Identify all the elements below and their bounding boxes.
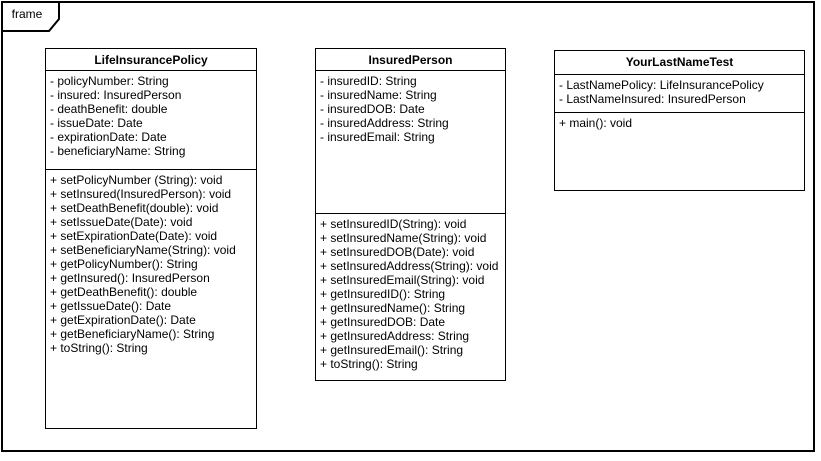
uml-member-line: - beneficiaryName: String <box>50 144 186 158</box>
uml-member-line: + getExpirationDate(): Date <box>50 313 196 327</box>
uml-member-line: - insuredEmail: String <box>320 130 435 144</box>
class-box-lifeinsurancepolicy[interactable]: LifeInsurancePolicy - policyNumber: Stri… <box>45 48 257 429</box>
class-box-insuredperson[interactable]: InsuredPerson - insuredID: String- insur… <box>315 48 506 381</box>
uml-member-line: - LastNamePolicy: LifeInsurancePolicy <box>559 78 764 92</box>
uml-member-line: + getDeathBenefit(): double <box>50 285 198 299</box>
uml-member-line: + getInsuredAddress: String <box>320 329 470 343</box>
class-box-yourlastnametest[interactable]: YourLastNameTest - LastNamePolicy: LifeI… <box>554 50 805 191</box>
uml-member-line: - LastNameInsured: InsuredPerson <box>559 92 746 106</box>
class-title: LifeInsurancePolicy <box>46 49 256 71</box>
uml-member-line: + getInsured(): InsuredPerson <box>50 271 210 285</box>
uml-member-line: - insuredAddress: String <box>320 116 449 130</box>
class-methods-compartment: + main(): void <box>555 113 804 190</box>
frame-label-text: frame <box>11 7 43 21</box>
class-title: InsuredPerson <box>316 49 505 71</box>
uml-member-line: + setPolicyNumber (String): void <box>50 173 223 187</box>
uml-member-line: - insuredName: String <box>320 88 437 102</box>
uml-member-line: - deathBenefit: double <box>50 102 168 116</box>
uml-member-line: - policyNumber: String <box>50 74 169 88</box>
class-title: YourLastNameTest <box>555 51 804 75</box>
class-attributes-compartment: - policyNumber: String- insured: Insured… <box>46 71 256 170</box>
uml-member-line: + setBeneficiaryName(String): void <box>50 243 236 257</box>
uml-member-line: + getInsuredID(): String <box>320 287 446 301</box>
uml-member-line: - insuredDOB: Date <box>320 102 425 116</box>
uml-member-line: - insuredID: String <box>320 74 417 88</box>
uml-member-line: + getPolicyNumber(): String <box>50 257 198 271</box>
uml-member-line: + setInsuredEmail(String): void <box>320 273 485 287</box>
uml-member-line: + getBeneficiaryName(): String <box>50 327 215 341</box>
uml-member-line: + getIssueDate(): Date <box>50 299 172 313</box>
uml-member-line: - issueDate: Date <box>50 116 143 130</box>
uml-member-line: + toString(): String <box>320 357 418 371</box>
uml-member-line: + getInsuredName(): String <box>320 301 466 315</box>
uml-member-line: + toString(): String <box>50 341 148 355</box>
uml-member-line: + setInsuredID(String): void <box>320 217 467 231</box>
class-methods-compartment: + setPolicyNumber (String): void+ setIns… <box>46 170 256 428</box>
class-attributes-compartment: - insuredID: String- insuredName: String… <box>316 71 505 214</box>
uml-member-line: + setInsured(InsuredPerson): void <box>50 187 232 201</box>
uml-member-line: - insured: InsuredPerson <box>50 88 182 102</box>
uml-member-line: + setExpirationDate(Date): void <box>50 229 218 243</box>
uml-member-line: + main(): void <box>559 116 633 130</box>
uml-member-line: + setDeathBenefit(double): void <box>50 201 219 215</box>
class-methods-compartment: + setInsuredID(String): void+ setInsured… <box>316 214 505 380</box>
uml-member-line: + setIssueDate(Date): void <box>50 215 193 229</box>
class-attributes-compartment: - LastNamePolicy: LifeInsurancePolicy- L… <box>555 75 804 113</box>
uml-frame-border <box>1 1 815 452</box>
uml-member-line: - expirationDate: Date <box>50 130 167 144</box>
uml-member-line: + setInsuredDOB(Date): void <box>320 245 475 259</box>
uml-member-line: + setInsuredName(String): void <box>320 231 487 245</box>
uml-member-line: + getInsuredDOB: Date <box>320 315 446 329</box>
uml-frame-label[interactable]: frame <box>1 1 61 33</box>
uml-member-line: + setInsuredAddress(String): void <box>320 259 499 273</box>
frame-pentagon-shape <box>1 1 60 32</box>
uml-member-line: + getInsuredEmail(): String <box>320 343 464 357</box>
